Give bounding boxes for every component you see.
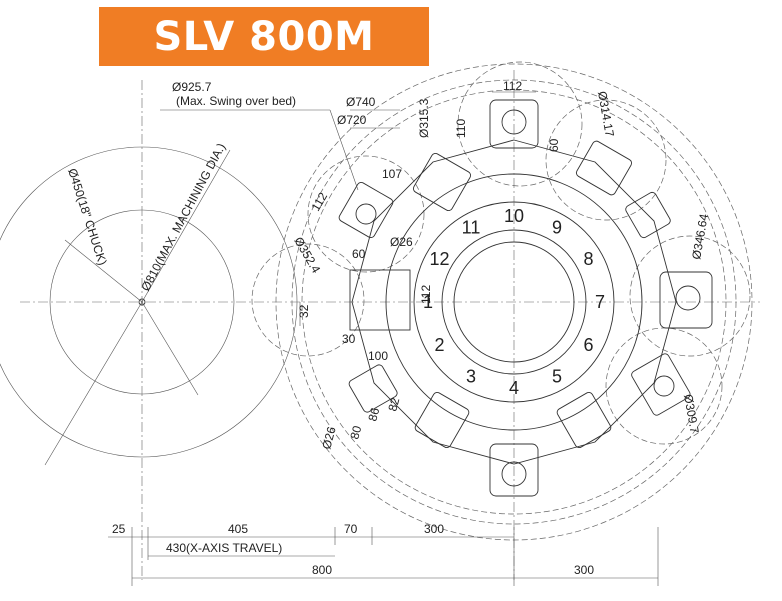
label-112-mid: 112 [419,285,433,304]
chuck-radius-line-b [44,301,143,466]
label-machining: Ø810(MAX. MACHINING DIA.) [138,141,228,294]
label-b300a: 300 [424,522,444,536]
label-86: 86 [365,406,382,423]
tool-circle-left [251,243,365,357]
label-32: 32 [297,304,311,318]
station-number-10: 10 [504,206,524,226]
label-112-top: 112 [503,79,522,93]
tool-holder-right-upper [625,191,671,239]
tool-holder-bottom-right-block [556,391,612,449]
station-number-11: 11 [462,218,481,238]
tool-holder-bottom-left-block [414,391,470,449]
label-720: Ø720 [337,113,367,127]
station-number-9: 9 [552,218,562,238]
chuck-radius-line-a [64,239,143,303]
station-number-5: 5 [552,367,562,387]
label-314: Ø314.17 [595,90,617,138]
model-title: SLV 800M [153,13,375,60]
label-60-top: 60 [547,138,561,152]
tool-bore-right [675,285,701,311]
station-number-12: 12 [429,249,449,269]
tool-holder-right [659,271,713,329]
tool-circle-top [457,61,583,187]
tool-circle-topright [545,99,667,221]
label-740: Ø740 [346,95,376,109]
turret-hub [441,229,587,375]
station-number-2: 2 [434,335,444,355]
leader-swing-diag [329,109,359,191]
station-number-4: 4 [509,378,519,398]
tool-swing-circles [251,61,751,445]
tool-holder-bottom [489,443,539,497]
tool-bore-top [501,109,527,135]
tool-circle-right [629,235,751,357]
label-swing-note: (Max. Swing over bed) [176,94,296,108]
label-b430: 430(X-AXIS TRAVEL) [166,541,282,555]
label-352: Ø352.4 [291,235,323,276]
label-b300b: 300 [574,563,594,577]
dimension-lines [108,91,659,586]
station-number-1: 1 [423,292,433,312]
tool-holder-left [349,269,411,331]
dimension-labels: Ø925.7 (Max. Swing over bed) Ø740 Ø720 1… [65,79,711,577]
title-banner: SLV 800M [99,7,429,66]
tool-bore-bottom [501,461,527,487]
label-100: 100 [368,349,388,363]
label-107: 107 [382,167,402,181]
label-346: Ø346.64 [689,212,711,260]
machining-radius-line [141,149,231,303]
tool-holders [338,99,713,497]
tool-holder-top-left-block [412,152,472,212]
label-315: Ø315.3 [417,98,431,138]
turret-body [351,70,677,580]
tool-holder-left-lower [348,364,398,413]
label-26-left: Ø26 [390,235,413,249]
label-chuck: Ø450(18" CHUCK) [65,167,110,267]
label-30: 30 [342,332,356,346]
tool-bore-bottomright [653,375,675,397]
station-number-6: 6 [583,335,593,355]
label-60-left: 60 [352,247,366,261]
label-swing: Ø925.7 [172,80,212,94]
tool-circle-left-upper [307,155,425,273]
label-80: 80 [347,424,364,441]
station-number-3: 3 [466,367,476,387]
tool-holder-bottomright [631,353,691,416]
station-number-7: 7 [595,292,605,312]
label-309: Ø309.7 [681,393,702,435]
chuck-radius-line-c [141,301,199,396]
label-110: 110 [454,119,468,138]
label-b405: 405 [228,522,248,536]
tool-holder-left-upper [338,181,394,239]
swing-circle-inner [301,89,727,515]
tool-holder-topright [575,140,633,196]
station-number-8: 8 [583,249,593,269]
label-b25: 25 [112,522,126,536]
label-82: 82 [385,396,402,413]
turret-polygon [351,139,677,465]
label-26-bottom: Ø26 [319,425,338,451]
tool-bore-left-upper [355,203,377,225]
label-b800: 800 [312,563,332,577]
tool-holder-top [489,99,539,149]
label-b70: 70 [344,522,358,536]
spindle-circles [0,80,760,580]
